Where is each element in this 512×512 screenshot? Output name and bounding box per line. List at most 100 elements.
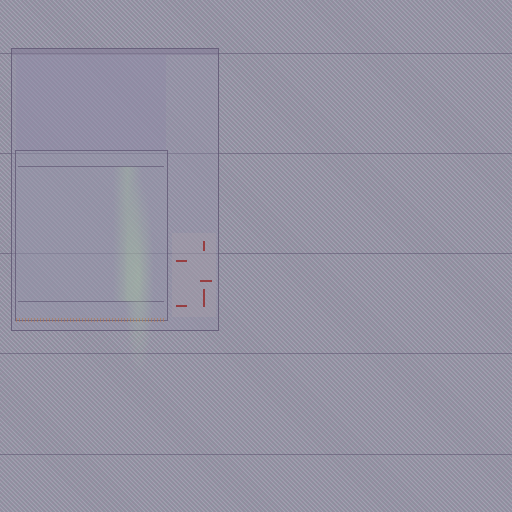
row-label — [16, 241, 36, 251]
row-label — [16, 78, 36, 88]
application-window[interactable] — [11, 48, 219, 377]
value-row — [152, 162, 218, 170]
value-cell — [174, 179, 194, 187]
window-titlebar[interactable] — [12, 49, 218, 55]
value-cell — [196, 53, 216, 61]
value-cell — [152, 288, 172, 296]
value-cell — [152, 254, 172, 262]
value-cell — [196, 162, 216, 170]
value-cell — [196, 95, 216, 103]
value-cell — [152, 162, 172, 170]
dialog-marker — [200, 280, 212, 282]
value-cell — [174, 78, 194, 86]
value-cell — [152, 280, 172, 288]
value-cell — [174, 129, 194, 137]
value-cell — [174, 196, 194, 204]
value-cell — [152, 238, 172, 246]
value-cell — [196, 221, 216, 229]
dialog-marker — [203, 241, 205, 251]
value-cell — [174, 53, 194, 61]
value-cell — [196, 179, 216, 187]
value-cell — [152, 204, 172, 212]
small-dialog[interactable] — [172, 233, 216, 317]
value-cell — [174, 204, 194, 212]
value-cell — [152, 305, 172, 313]
value-cell — [196, 137, 216, 145]
value-cell — [174, 120, 194, 128]
value-row — [152, 103, 218, 111]
row-label — [16, 155, 36, 165]
value-cell — [152, 296, 172, 304]
value-cell — [152, 212, 172, 220]
value-row — [152, 137, 218, 145]
value-cell — [196, 154, 216, 162]
row-label — [16, 145, 36, 155]
value-cell — [174, 162, 194, 170]
row-label — [16, 107, 36, 117]
row-label — [16, 184, 36, 194]
row-label — [16, 97, 36, 107]
value-cell — [152, 70, 172, 78]
dialog-marker — [176, 305, 187, 307]
value-row — [152, 129, 218, 137]
row-label — [16, 260, 36, 270]
value-cell — [152, 112, 172, 120]
value-cell — [152, 103, 172, 111]
row-label — [16, 213, 36, 223]
gridline — [0, 253, 512, 254]
value-cell — [152, 246, 172, 254]
value-cell — [196, 129, 216, 137]
row-label — [16, 117, 36, 127]
row-label — [16, 203, 36, 213]
value-row — [152, 170, 218, 178]
row-label — [16, 136, 36, 146]
value-cell — [152, 53, 172, 61]
value-cell — [174, 137, 194, 145]
value-cell — [152, 263, 172, 271]
value-cell — [196, 187, 216, 195]
value-row — [152, 95, 218, 103]
value-cell — [174, 61, 194, 69]
value-cell — [196, 145, 216, 153]
value-cell — [196, 204, 216, 212]
value-cell — [174, 145, 194, 153]
dialog-marker — [203, 289, 205, 307]
value-cell — [196, 212, 216, 220]
value-cell — [174, 170, 194, 178]
value-cell — [174, 95, 194, 103]
value-cell — [196, 196, 216, 204]
value-cell — [152, 154, 172, 162]
value-cell — [196, 170, 216, 178]
value-cell — [152, 271, 172, 279]
value-cell — [152, 61, 172, 69]
row-label — [16, 308, 36, 318]
value-cell — [152, 120, 172, 128]
value-cell — [152, 221, 172, 229]
value-cell — [174, 103, 194, 111]
value-row — [152, 212, 218, 220]
value-row — [152, 154, 218, 162]
value-cell — [174, 87, 194, 95]
value-cell — [174, 154, 194, 162]
value-cell — [196, 61, 216, 69]
row-label — [16, 69, 36, 79]
value-row — [152, 87, 218, 95]
row-label — [16, 232, 36, 242]
gridline — [0, 153, 512, 154]
value-cell — [152, 87, 172, 95]
value-cell — [152, 145, 172, 153]
row-label — [16, 174, 36, 184]
value-cell — [196, 78, 216, 86]
value-row — [152, 204, 218, 212]
value-row — [152, 78, 218, 86]
row-label — [16, 88, 36, 98]
upper-panel — [16, 55, 166, 150]
value-cell — [152, 229, 172, 237]
bottom-ruler — [16, 318, 166, 322]
gridline — [0, 353, 512, 354]
value-row — [152, 145, 218, 153]
row-label — [16, 299, 36, 309]
row-label-column — [16, 59, 36, 318]
lower-panel-content — [18, 166, 164, 302]
row-label — [16, 193, 36, 203]
